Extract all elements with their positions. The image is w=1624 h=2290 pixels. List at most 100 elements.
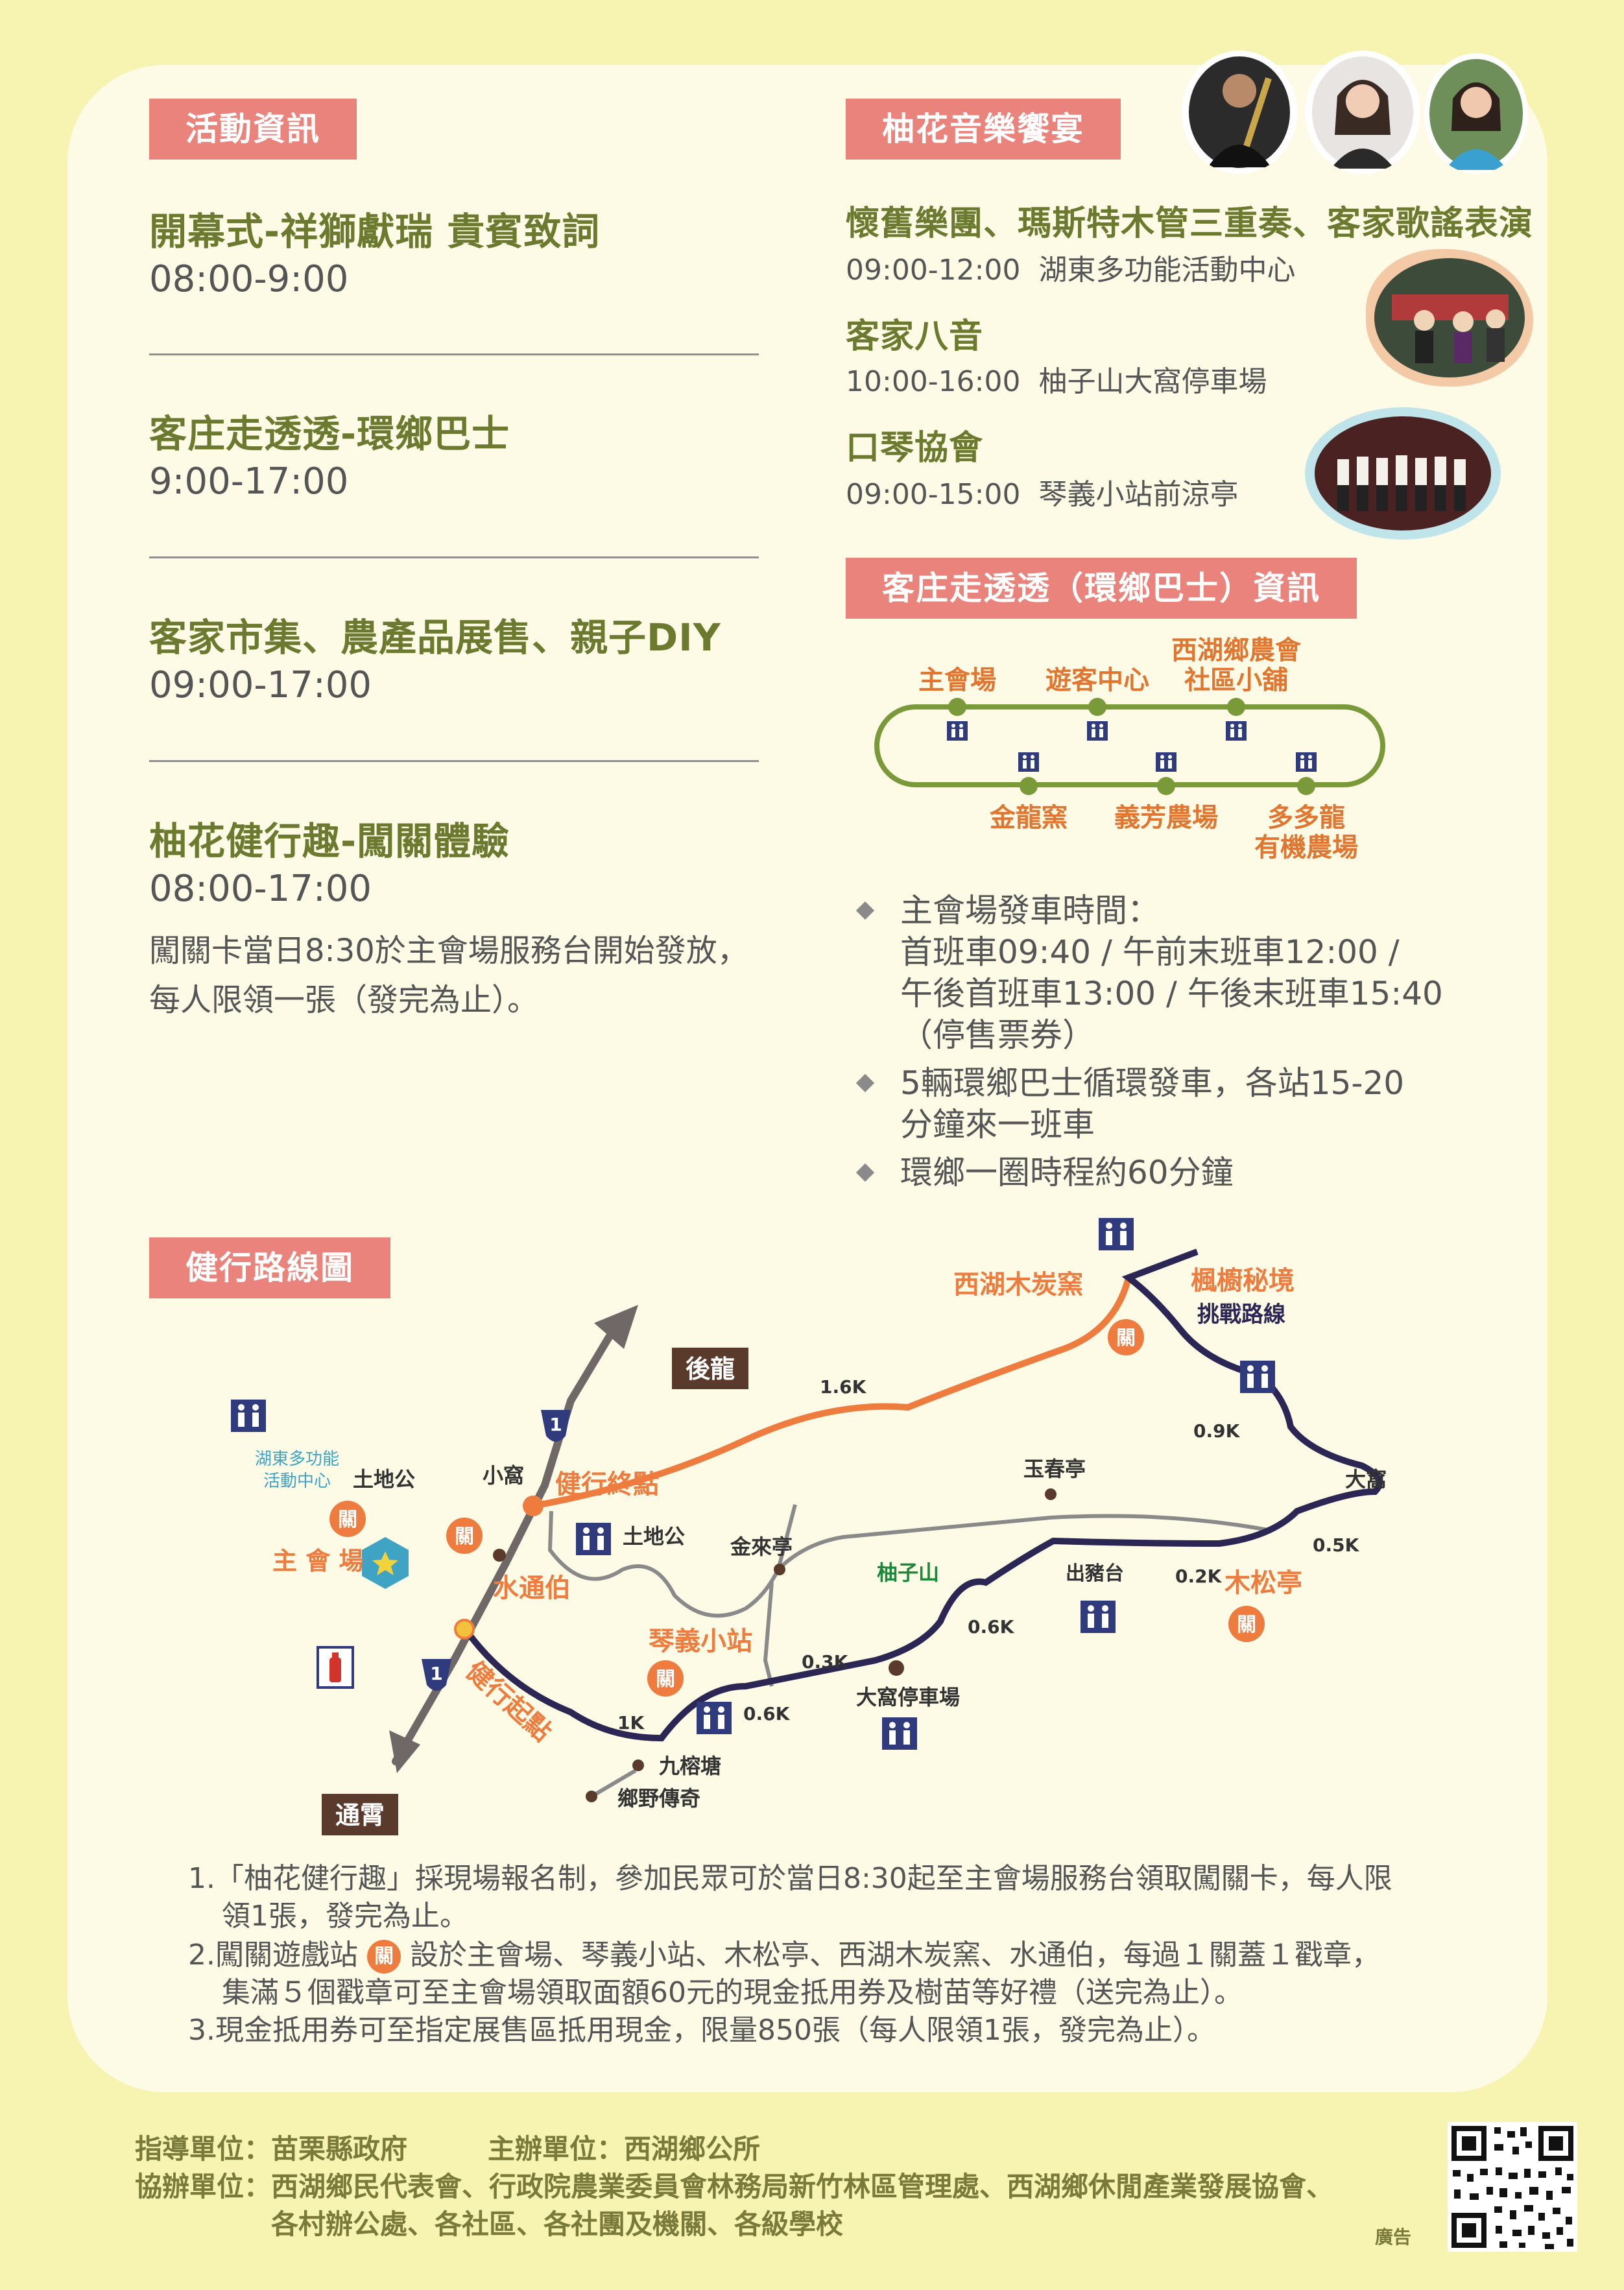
svg-text:土地公: 土地公: [623, 1524, 685, 1549]
svg-text:金來亭: 金來亭: [730, 1534, 793, 1559]
svg-text:柚子山: 柚子山: [877, 1560, 939, 1585]
svg-text:0.5K: 0.5K: [1313, 1534, 1360, 1556]
restroom-icon: [1240, 1361, 1275, 1393]
restroom-icon: [1081, 1601, 1116, 1633]
qinyi-label: 琴義小站: [649, 1627, 752, 1656]
activity-time-market: 09:00-17:00: [149, 664, 372, 706]
bullet-item: 5輛環鄉巴士循環發車，各站15-20 分鐘來一班車: [856, 1062, 1505, 1145]
note-item: 3.現金抵用券可至指定展售區抵用現金，限量850張（每人限領1張，發完為止）。: [188, 2014, 1215, 2047]
activity-time-opening: 08:00-9:00: [149, 258, 349, 300]
highway-1-icon: 1: [422, 1659, 451, 1691]
activity-hiking-desc: 闖關卡當日8:30於主會場服務台開始發放， 每人限領一張（發完為止）。: [149, 933, 748, 1018]
activity-title-hiking: 柚花健行趣-闖關體驗: [149, 819, 510, 863]
footer-host: 主辦單位：西湖鄉公所: [488, 2133, 761, 2165]
svg-text:出豬台: 出豬台: [1066, 1562, 1124, 1585]
restroom-icon: [882, 1717, 917, 1750]
bus-stop-visitor: 遊客中心: [1045, 665, 1149, 695]
bus-info-tag: 客庄走透透（環鄉巴士）資訊: [846, 558, 1357, 619]
direction-tongxiao: 通霄: [335, 1801, 385, 1830]
activity-info-tag: 活動資訊: [149, 99, 357, 160]
ad-label: 廣告: [1375, 2226, 1412, 2248]
activity-title-bus: 客庄走透透-環鄉巴士: [149, 412, 510, 456]
note-item: 2.闖關遊戲站 關 設於主會場、琴義小站、木松亭、西湖木炭窯、水通伯，每過１關蓋…: [188, 1937, 1485, 1974]
main-venue-label: 主 會 場: [272, 1547, 363, 1575]
bus-loop-diagram: 主會場 遊客中心 西湖鄉農會 社區小舖 金龍窯 義芳農場 多多龍 有機農場: [874, 636, 1385, 863]
bullet-item: 主會場發車時間： 首班車09:40 / 午前末班車12:00 / 午後首班車13…: [856, 890, 1505, 1056]
bus-bullets: 主會場發車時間： 首班車09:40 / 午前末班車12:00 / 午後首班車13…: [856, 890, 1505, 1200]
svg-text:小窩: 小窩: [483, 1463, 524, 1488]
music-title-0: 懷舊樂團、瑪斯特木管三重奏、客家歌謠表演: [846, 204, 1534, 243]
footer-co-organizers-2: 各村辦公處、各社區、各社團及機關、各級學校: [271, 2208, 844, 2240]
route-map: 1 1 關 關 關 關 關 後龍 通霄 湖東多功能 活動中心 土地公 主 會 場…: [231, 1218, 1387, 1835]
muchongting-label: 木松亭: [1224, 1568, 1302, 1598]
checkpoint-badge: 關: [446, 1518, 483, 1554]
music-info-0: 09:00-12:00 湖東多功能活動中心: [846, 254, 1296, 287]
music-title-2: 口琴協會: [846, 429, 984, 468]
svg-text:玉春亭: 玉春亭: [1023, 1457, 1086, 1481]
svg-text:0.9K: 0.9K: [1193, 1420, 1241, 1442]
svg-text:關: 關: [1237, 1614, 1256, 1636]
restroom-icon: [1087, 721, 1108, 741]
activity-title-market: 客家市集、農產品展售、親子DIY: [149, 615, 721, 660]
restroom-icon: [1226, 721, 1247, 741]
qr-code-icon[interactable]: [1448, 2122, 1577, 2252]
harmonica-photo: [1305, 407, 1501, 540]
svg-text:0.6K: 0.6K: [968, 1616, 1015, 1638]
bus-stop-organic: 有機農場: [1254, 833, 1358, 863]
svg-text:關: 關: [1116, 1327, 1136, 1350]
bus-stop-farmers-assoc: 西湖鄉農會: [1171, 636, 1302, 665]
restroom-icon: [697, 1702, 732, 1734]
music-title-1: 客家八音: [846, 317, 984, 356]
bus-stop-main: 主會場: [918, 665, 996, 695]
music-tag: 柚花音樂饗宴: [846, 99, 1121, 160]
svg-text:鄉野傳奇: 鄉野傳奇: [617, 1786, 700, 1811]
divider: [149, 556, 759, 558]
divider: [149, 760, 759, 762]
direction-box: [672, 1348, 748, 1389]
restroom-icon: [1156, 752, 1176, 772]
maple-label: 楓櫥秘境: [1191, 1266, 1295, 1296]
checkpoint-badge: 關: [366, 1940, 401, 1974]
checkpoint-badge: 關: [1228, 1606, 1265, 1642]
end-point-label: 健行終點: [555, 1470, 659, 1499]
svg-text:關: 關: [455, 1525, 474, 1548]
svg-text:關: 關: [656, 1668, 675, 1691]
shuitongbo-label: 水通伯: [493, 1573, 571, 1603]
svg-text:關: 關: [338, 1509, 357, 1531]
music-info-2: 09:00-15:00 琴義小站前涼亭: [846, 478, 1239, 511]
music-info-1: 10:00-16:00 柚子山大窩停車場: [846, 365, 1267, 398]
direction-houlong: 後龍: [686, 1355, 735, 1383]
svg-text:九榕塘: 九榕塘: [659, 1754, 721, 1778]
restroom-icon: [947, 721, 968, 741]
bus-stop-duoduolong: 多多龍: [1267, 803, 1345, 833]
svg-text:0.3K: 0.3K: [802, 1651, 849, 1673]
bus-stop-yifang: 義芳農場: [1114, 803, 1218, 833]
svg-text:0.6K: 0.6K: [743, 1703, 791, 1724]
restroom-icon: [231, 1400, 266, 1432]
svg-text:大窩: 大窩: [1345, 1467, 1387, 1492]
route-map-tag: 健行路線圖: [149, 1237, 390, 1298]
bullet-item: 環鄉一圈時程約60分鐘: [856, 1152, 1505, 1193]
direction-box: [322, 1794, 398, 1835]
restroom-icon: [1099, 1218, 1134, 1250]
charcoal-kiln-label: 西湖木炭窯: [953, 1270, 1083, 1300]
activity-time-bus: 9:00-17:00: [149, 460, 349, 503]
activity-title-opening: 開幕式-祥獅獻瑞 貴賓致詞: [149, 209, 601, 254]
checkpoint-badge: 關: [329, 1501, 366, 1537]
divider: [149, 353, 759, 355]
bus-stop-shop: 社區小舖: [1184, 665, 1288, 695]
svg-text:挑戰路線: 挑戰路線: [1197, 1302, 1285, 1328]
notes: 1.「柚花健行趣」採現場報名制，參加民眾可於當日8:30起至主會場服務台領取闖關…: [188, 1860, 1485, 2049]
performer-photo: [1305, 51, 1420, 174]
checkpoint-badge: 關: [1108, 1319, 1144, 1355]
highway-1-icon: 1: [541, 1410, 571, 1442]
svg-text:大窩停車場: 大窩停車場: [856, 1685, 960, 1710]
band-photo: [1366, 249, 1533, 387]
performer-photo: [1182, 51, 1297, 174]
activity-time-hiking: 08:00-17:00: [149, 868, 372, 910]
restroom-icon: [1296, 752, 1317, 772]
footer-guide: 指導單位：苗栗縣政府: [135, 2133, 408, 2165]
footer-co-organizers: 協辦單位：西湖鄉民代表會、行政院農業委員會林務局新竹林區管理處、西湖鄉休閒產業發…: [135, 2171, 1334, 2202]
svg-text:0.2K: 0.2K: [1175, 1566, 1223, 1587]
svg-text:1: 1: [549, 1414, 562, 1435]
